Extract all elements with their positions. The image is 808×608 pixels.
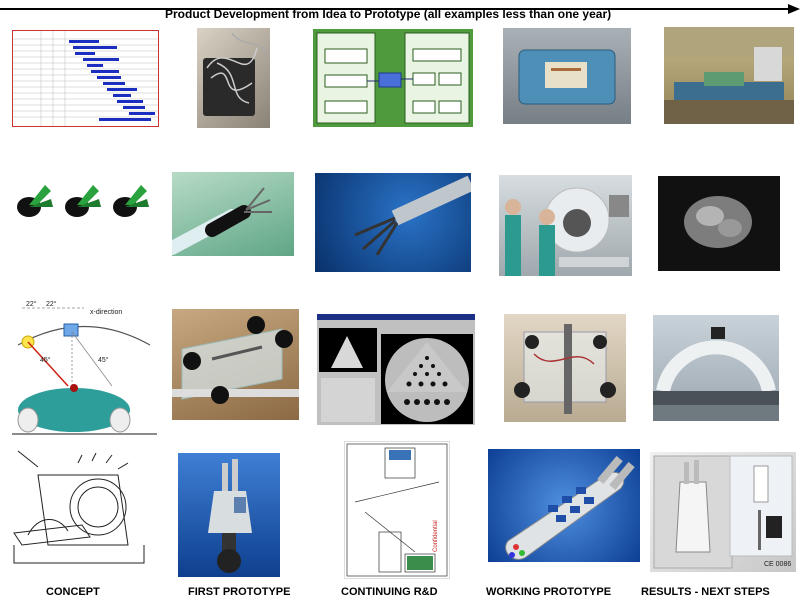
- direction-label: x-direction: [90, 309, 122, 316]
- caption-results-next-steps: RESULTS - NEXT STEPS: [641, 586, 770, 598]
- caption-concept: CONCEPT: [46, 586, 100, 598]
- arc-gantry-photo: [653, 315, 779, 421]
- working-prototype-render: [488, 449, 640, 562]
- gantt-chart-image: [12, 30, 159, 127]
- caption-working-prototype: WORKING PROTOTYPE: [486, 586, 612, 598]
- robot-prototype-photo: [172, 309, 299, 420]
- angle-bottom-left-label: 45°: [40, 356, 51, 364]
- forceps-tip-photo: [315, 173, 471, 272]
- mri-scan-image: [658, 176, 780, 271]
- mri-scanner-photo: [499, 175, 632, 276]
- operating-room-photo: [664, 27, 794, 124]
- software-screenshot-image: [317, 314, 475, 425]
- caption-first-prototype: FIRST PROTOTYPE: [188, 586, 291, 598]
- angle-right-label: 22°: [46, 300, 57, 308]
- svg-text:Confidential: Confidential: [433, 520, 439, 552]
- concept-sketch-image: [8, 445, 150, 573]
- catheter-tip-photo: [172, 172, 294, 256]
- results-product-photo: CE 0086: [650, 452, 796, 572]
- angle-bottom-right-label: 45°: [98, 356, 109, 364]
- block-diagram-image: [313, 29, 473, 127]
- ce-mark-label: CE 0086: [764, 561, 791, 568]
- page-title: Product Development from Idea to Prototy…: [165, 7, 612, 21]
- caption-continuing-rd: CONTINUING R&D: [341, 586, 438, 598]
- timeline-arrow-line: [0, 8, 790, 10]
- angle-diagram-image: 22° 22° x-direction 45° 45°: [12, 300, 157, 438]
- timeline-arrow-head: [788, 4, 800, 14]
- mechanical-frame-photo: [504, 314, 626, 422]
- angle-left-label: 22°: [26, 300, 37, 308]
- first-prototype-photo: [178, 453, 280, 577]
- electronics-box-photo: [197, 28, 270, 128]
- grippers-render-image: [15, 177, 161, 219]
- device-case-photo: [503, 28, 631, 124]
- technical-drawing-image: Confidential: [344, 441, 450, 579]
